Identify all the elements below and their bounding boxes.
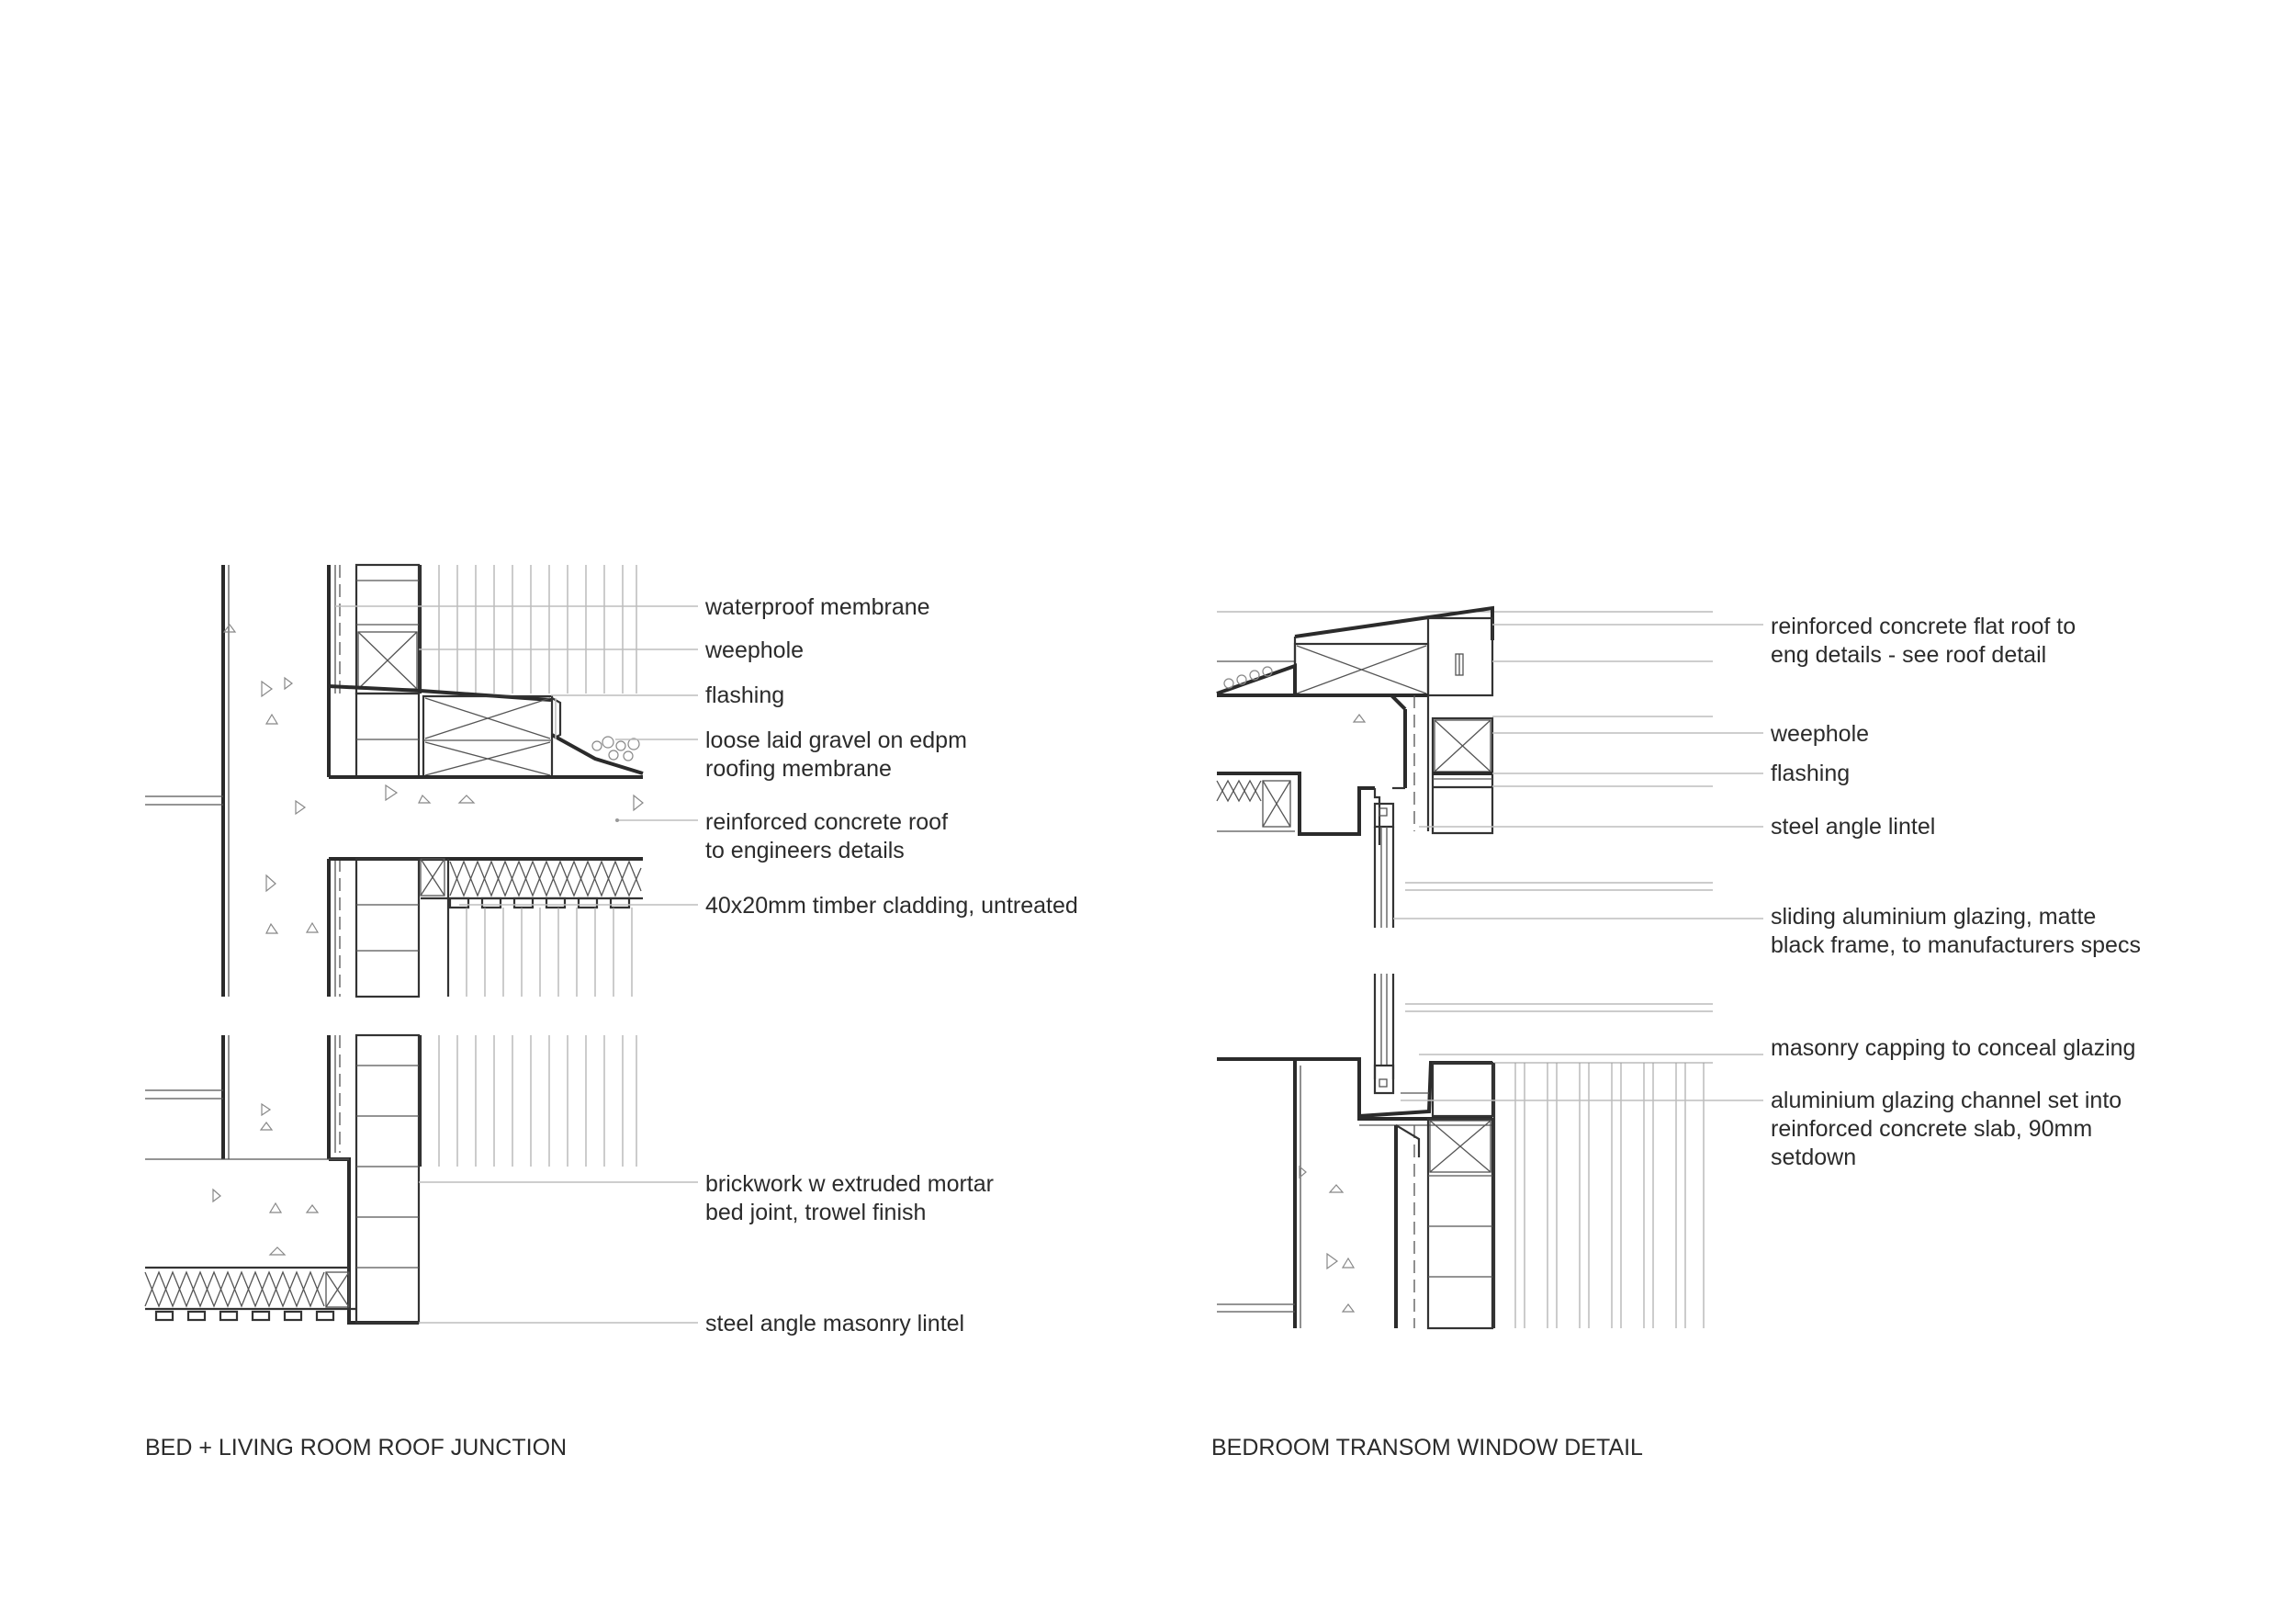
label-glazing-channel-line1: aluminium glazing channel set into [1771, 1088, 2122, 1113]
transom-window-title: BEDROOM TRANSOM WINDOW DETAIL [1211, 1435, 1643, 1460]
label-weephole: weephole [704, 637, 804, 663]
label-timber-cladding: 40x20mm timber cladding, untreated [705, 893, 1078, 919]
label-weephole-right: weephole [1770, 721, 1869, 747]
label-gravel-line1: loose laid gravel on edpm [705, 727, 967, 753]
label-flat-roof-line1: reinforced concrete flat roof to [1771, 614, 2076, 639]
label-concrete-roof-line2: to engineers details [705, 838, 905, 863]
label-brickwork-line1: brickwork w extruded mortar [705, 1171, 994, 1197]
roof-junction-drawing [144, 563, 644, 1325]
label-flashing-right: flashing [1771, 761, 1850, 786]
transom-window-leaders [1393, 624, 1763, 1101]
transom-window-drawing [1216, 605, 1713, 1330]
label-steel-angle-masonry-lintel: steel angle masonry lintel [705, 1311, 964, 1336]
transom-window-labels: reinforced concrete flat roof to eng det… [1770, 614, 2141, 1170]
label-sliding-glazing-line2: black frame, to manufacturers specs [1771, 932, 2141, 958]
label-sliding-glazing-line1: sliding aluminium glazing, matte [1771, 904, 2096, 930]
roof-junction-title: BED + LIVING ROOM ROOF JUNCTION [145, 1435, 567, 1460]
label-gravel-line2: roofing membrane [705, 756, 892, 782]
label-flat-roof-line2: eng details - see roof detail [1771, 642, 2046, 668]
label-glazing-channel-line3: setdown [1771, 1145, 1856, 1170]
label-masonry-capping: masonry capping to conceal glazing [1771, 1035, 2135, 1061]
label-glazing-channel-line2: reinforced concrete slab, 90mm [1771, 1116, 2092, 1142]
label-steel-angle-lintel: steel angle lintel [1771, 814, 1935, 840]
label-brickwork-line2: bed joint, trowel finish [705, 1200, 926, 1225]
label-waterproof-membrane: waterproof membrane [704, 594, 930, 620]
label-concrete-roof-line1: reinforced concrete roof [705, 809, 948, 835]
roof-junction-leaders [335, 605, 698, 1324]
label-flashing: flashing [705, 682, 784, 708]
roof-junction-labels: waterproof membrane weephole flashing lo… [704, 594, 1078, 1336]
